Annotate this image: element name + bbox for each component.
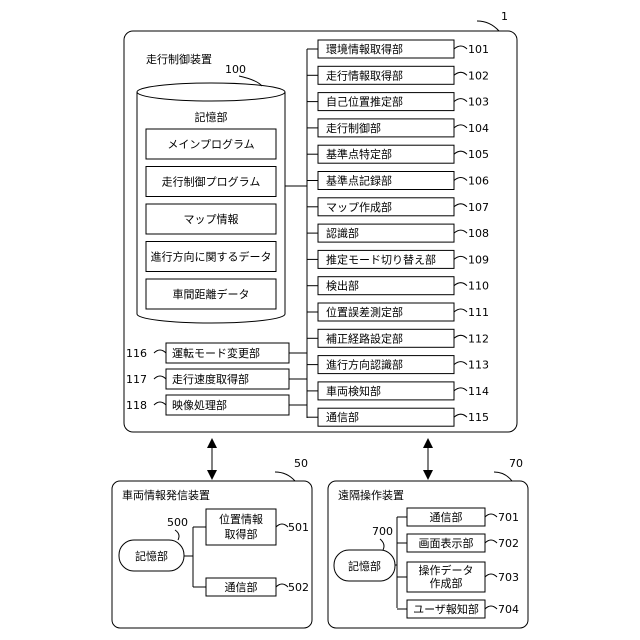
storage-item-label: 進行方向に関するデータ — [151, 250, 272, 264]
unit-ref: 113 — [468, 359, 489, 372]
unit-label: 進行方向認識部 — [326, 358, 403, 372]
vehicle-info-device-ref: 50 — [294, 457, 308, 470]
remote-unit-label: 操作データ — [419, 563, 474, 577]
unit-502-label: 通信部 — [225, 580, 258, 594]
unit-ref: 116 — [126, 347, 147, 360]
remote-storage-ref: 700 — [372, 525, 393, 538]
unit-label: 推定モード切り替え部 — [326, 252, 436, 266]
unit-label: マップ作成部 — [326, 200, 392, 214]
storage-item-label: 車間距離データ — [173, 287, 250, 301]
remote-unit-label: 作成部 — [430, 576, 463, 590]
remote-device-title: 遠隔操作装置 — [338, 488, 404, 502]
storage-items: メインプログラム走行制御プログラムマップ情報進行方向に関するデータ車間距離データ — [146, 129, 276, 309]
unit-ref: 101 — [468, 43, 489, 56]
storage-item-label: 走行制御プログラム — [162, 175, 261, 189]
remote-unit-ref: 704 — [498, 603, 519, 616]
remote-unit-ref: 702 — [498, 537, 519, 550]
main-device-leader — [477, 21, 499, 31]
unit-label: 位置誤差測定部 — [326, 305, 403, 319]
remote-device-leader — [494, 472, 512, 481]
storage-label: 記憶部 — [195, 110, 228, 124]
storage-item-label: マップ情報 — [184, 213, 239, 226]
unit-ref: 117 — [126, 373, 147, 386]
unit-label: 映像処理部 — [172, 398, 227, 412]
vehicle-info-device-leader — [275, 472, 295, 481]
unit-ref: 107 — [468, 201, 489, 214]
vehicle-info-storage-ref: 500 — [167, 516, 188, 529]
main-device-ref: 1 — [501, 10, 508, 23]
storage-ref: 100 — [225, 63, 246, 76]
unit-ref: 110 — [468, 280, 489, 293]
unit-ref: 106 — [468, 175, 489, 188]
unit-label: 補正経路設定部 — [326, 331, 403, 345]
unit-label: 走行速度取得部 — [172, 372, 249, 386]
unit-ref: 102 — [468, 69, 489, 82]
unit-ref: 115 — [468, 411, 489, 424]
unit-label: 基準点記録部 — [326, 174, 392, 188]
unit-label: 基準点特定部 — [326, 147, 392, 161]
remote-unit-ref: 701 — [498, 511, 519, 524]
unit-ref: 118 — [126, 399, 147, 412]
unit-label: 走行情報取得部 — [326, 68, 403, 82]
unit-label: 自己位置推定部 — [326, 95, 403, 109]
unit-ref: 109 — [468, 253, 489, 266]
unit-label: 検出部 — [326, 279, 359, 293]
remote-device-ref: 70 — [509, 457, 523, 470]
unit-ref: 108 — [468, 227, 489, 240]
unit-ref: 105 — [468, 148, 489, 161]
unit-label: 運転モード変更部 — [172, 346, 260, 360]
unit-label: 環境情報取得部 — [326, 42, 403, 56]
unit-ref: 103 — [468, 96, 489, 109]
unit-ref: 104 — [468, 122, 489, 135]
unit-label: 通信部 — [326, 410, 359, 424]
vehicle-info-storage-label: 記憶部 — [135, 549, 168, 563]
unit-label: 走行制御部 — [326, 121, 381, 135]
remote-unit-ref: 703 — [498, 571, 519, 584]
remote-unit-label: 画面表示部 — [419, 536, 474, 550]
unit-502-ref: 502 — [288, 581, 309, 594]
main-device-title: 走行制御装置 — [146, 52, 212, 66]
unit-label: 認識部 — [326, 226, 359, 240]
vehicle-info-device-title: 車両情報発信装置 — [122, 488, 210, 502]
remote-unit-label: ユーザ報知部 — [413, 602, 479, 616]
unit-label: 車両検知部 — [326, 384, 381, 398]
unit-ref: 114 — [468, 385, 489, 398]
remote-unit-label: 通信部 — [430, 510, 463, 524]
unit-501-line-1: 位置情報 — [219, 512, 263, 526]
unit-ref: 111 — [468, 306, 489, 319]
unit-501-line-2: 取得部 — [225, 527, 258, 541]
unit-ref: 112 — [468, 332, 489, 345]
remote-storage-label: 記憶部 — [348, 559, 381, 573]
storage-item-label: メインプログラム — [167, 137, 254, 151]
unit-501-ref: 501 — [288, 521, 309, 534]
